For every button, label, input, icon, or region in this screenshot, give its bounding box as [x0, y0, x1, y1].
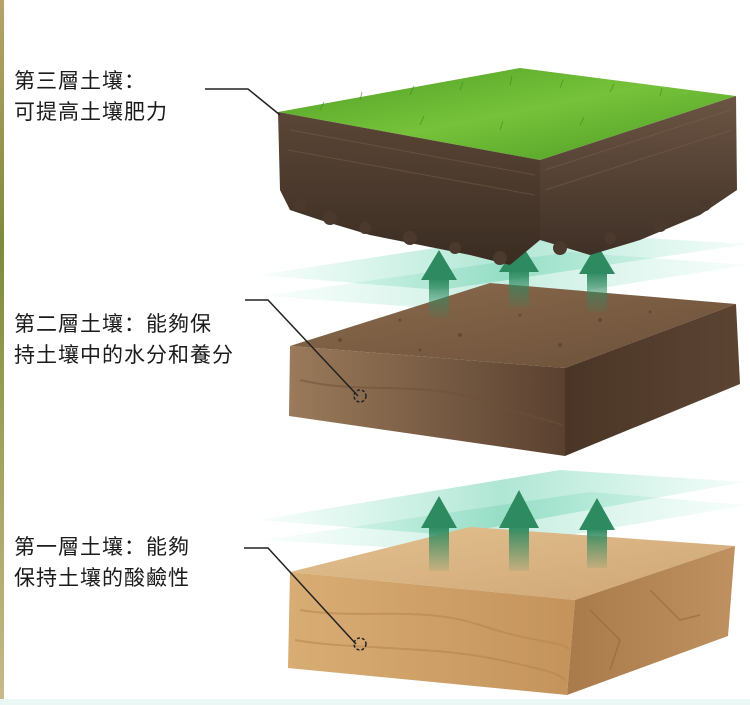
top-grass-soil-block — [278, 68, 737, 265]
edge-strip — [0, 0, 4, 705]
leader-line-middle — [245, 299, 359, 397]
arrow-up-icon — [421, 496, 457, 571]
leader-line-bottom — [244, 547, 357, 645]
bottom-strip — [0, 699, 750, 705]
layer-middle-label: 第二層土壤：能夠保 持土壤中的水分和養分 — [14, 312, 234, 367]
marker-bottom — [353, 637, 367, 651]
upward-arrows-lower — [421, 490, 615, 571]
arrow-up-icon — [421, 250, 457, 318]
leader-line-top — [205, 88, 281, 116]
layer-bottom-label: 第一層土壤：能夠 保持土壤的酸鹼性 — [14, 535, 190, 590]
arrow-up-icon — [579, 498, 615, 568]
arrow-up-icon — [579, 244, 615, 312]
arrow-up-icon — [499, 490, 539, 571]
layer-top-label: 第三層土壤： 可提高土壤肥力 — [14, 69, 168, 124]
middle-soil-block — [289, 283, 740, 456]
marker-middle — [353, 389, 367, 403]
